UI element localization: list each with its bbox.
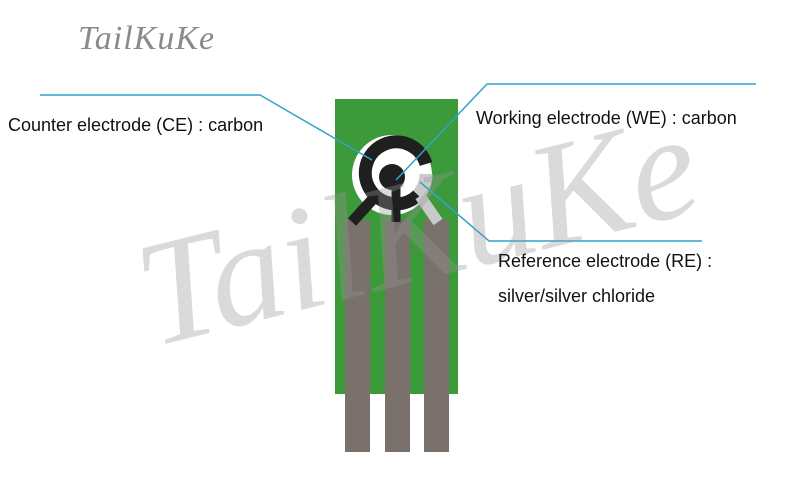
working-electrode-disc	[379, 164, 405, 190]
re-leader-line	[419, 181, 702, 242]
ce-leader-line	[40, 94, 373, 161]
reference-electrode-label-line2: silver/silver chloride	[498, 286, 656, 306]
working-electrode-label: Working electrode (WE) : carbon	[476, 108, 737, 128]
contact-pad-re	[424, 220, 449, 452]
contact-pad-we	[385, 220, 410, 452]
re-trace	[415, 192, 443, 226]
reference-electrode-label-line1: Reference electrode (RE) :	[498, 251, 713, 271]
ce-trace	[347, 196, 377, 226]
brand-logo: TailKuKe	[78, 20, 216, 57]
contact-pad-ce	[345, 220, 370, 452]
counter-electrode-label: Counter electrode (CE) : carbon	[8, 115, 264, 135]
we-leader-line	[395, 83, 756, 181]
